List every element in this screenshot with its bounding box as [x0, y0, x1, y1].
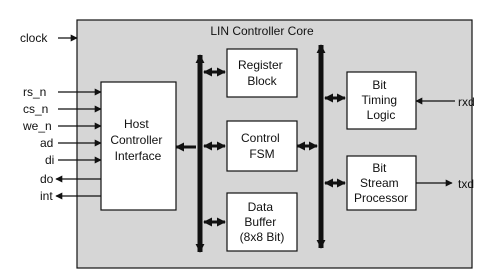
bit-stream-label: Bit Stream Processor: [354, 161, 408, 205]
signal-txd: txd: [458, 177, 474, 191]
control-fsm-label: Control FSM: [241, 131, 283, 161]
signal-rxd: rxd: [458, 95, 475, 109]
signal-we-n: we_n: [22, 119, 52, 133]
bit-timing-label: Bit Timing Logic: [362, 78, 401, 122]
bit-stream-block: [346, 155, 417, 211]
host-controller-block: [100, 81, 177, 211]
register-block-label: Register Block: [238, 58, 286, 88]
signal-clock: clock: [20, 31, 48, 45]
core-title: LIN Controller Core: [210, 24, 314, 38]
signal-ad: ad: [40, 136, 53, 150]
bit-timing-block: [346, 71, 417, 130]
signal-rs-n: rs_n: [23, 85, 46, 99]
signal-do: do: [40, 172, 54, 186]
data-buffer-block: [226, 192, 298, 252]
data-buffer-label: Data Buffer (8x8 Bit): [240, 200, 285, 244]
host-controller-label: Host Controller Interface: [110, 117, 165, 163]
control-fsm-block: [226, 120, 298, 172]
signal-cs-n: cs_n: [23, 102, 48, 116]
register-block: [226, 48, 298, 98]
signal-di: di: [45, 153, 54, 167]
signal-int: int: [40, 189, 53, 203]
